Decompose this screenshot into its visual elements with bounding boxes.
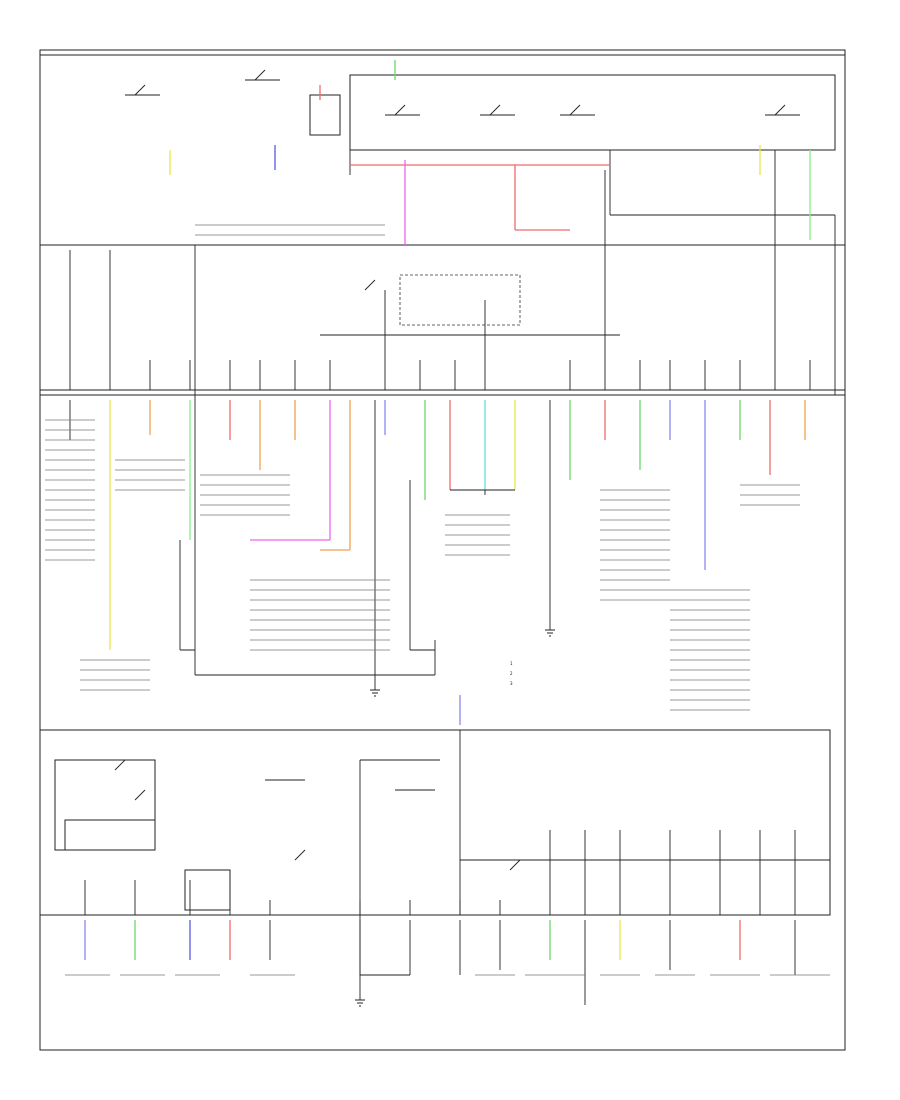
legend-line-2: 2 xyxy=(510,671,513,676)
component-label-marks xyxy=(45,224,830,976)
colored-wires-top xyxy=(169,60,811,245)
legend: 1 2 3 xyxy=(510,661,513,686)
legend-line-3: 3 xyxy=(510,681,513,686)
black-wires-middle xyxy=(69,395,551,725)
top-relay-box xyxy=(39,54,846,396)
bottom-junction-box xyxy=(39,729,831,1000)
ground-symbol-group xyxy=(355,629,555,1007)
diagram-frame xyxy=(39,49,846,1051)
colored-wires-middle xyxy=(109,400,806,650)
legend-line-1: 1 xyxy=(510,661,513,666)
fuse-row-top xyxy=(69,150,811,390)
black-wires-bottom xyxy=(269,920,796,1005)
colored-wires-bottom xyxy=(84,695,741,960)
relay-switch-group xyxy=(125,69,800,326)
fuse-row-bottom xyxy=(84,830,796,915)
